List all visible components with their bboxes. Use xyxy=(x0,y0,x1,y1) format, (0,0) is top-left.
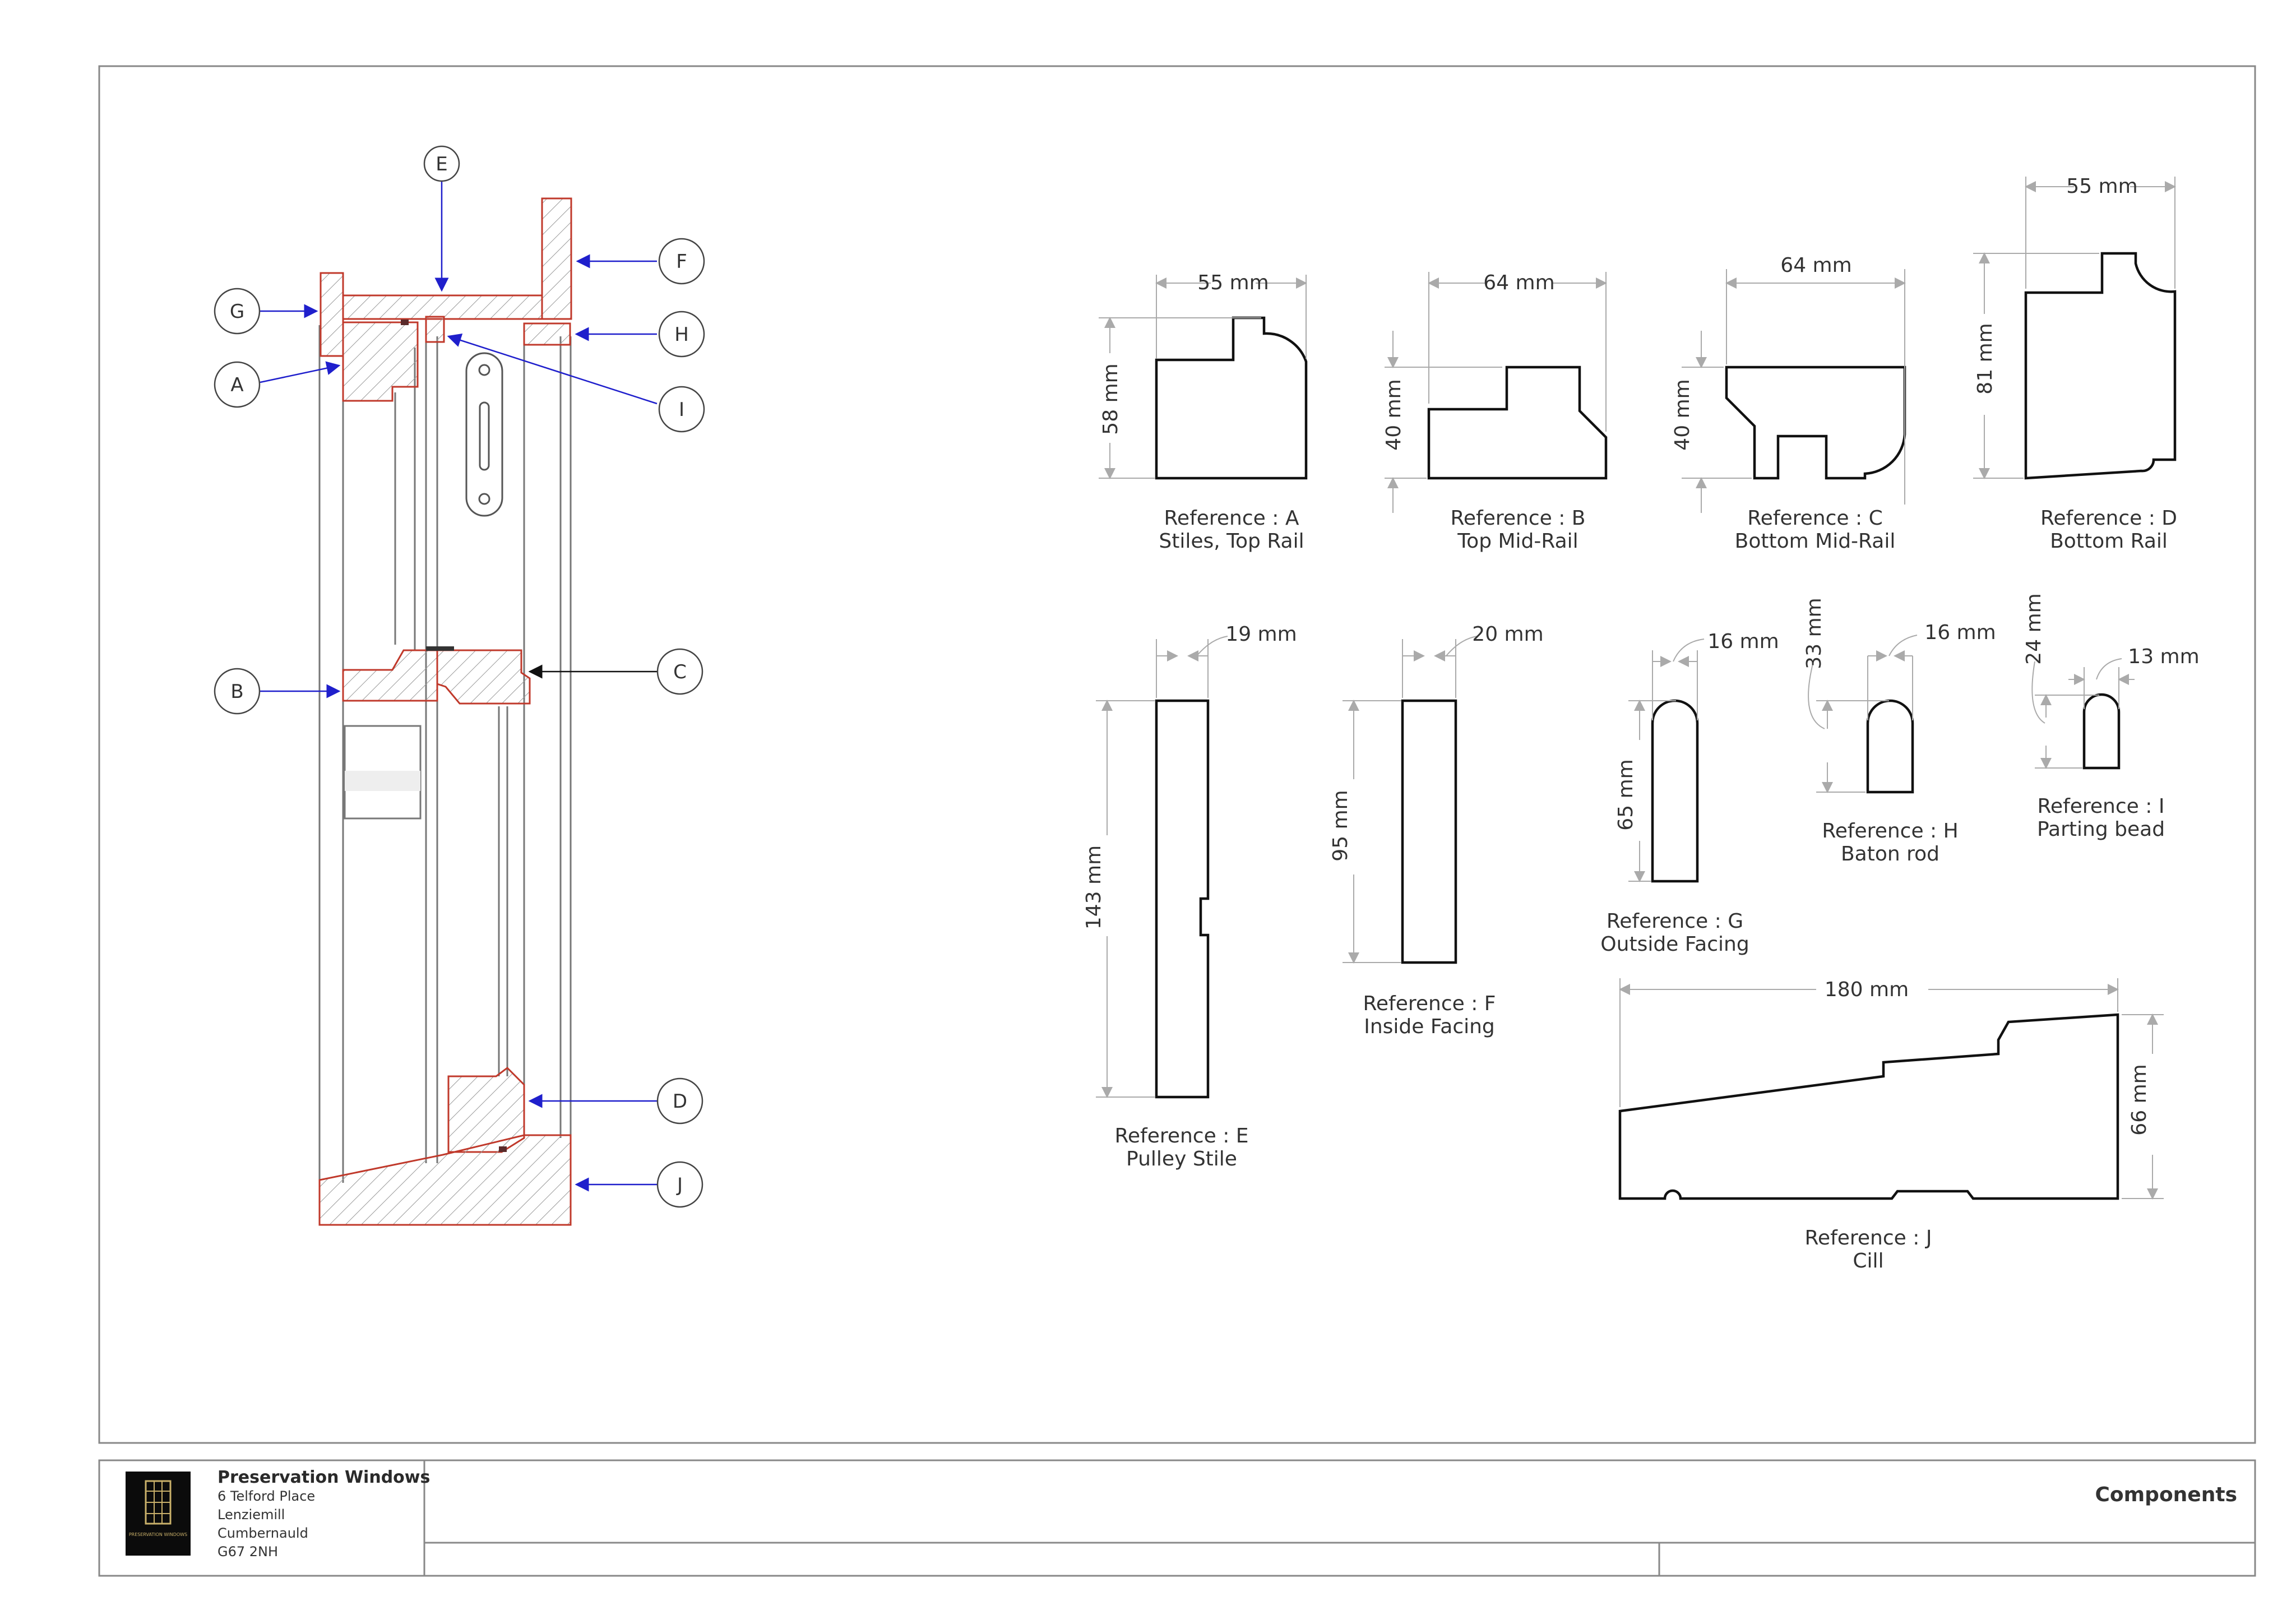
callout-h xyxy=(658,311,705,358)
callout-b xyxy=(214,668,261,715)
callout-letter: G xyxy=(230,300,244,323)
profile-i-shape xyxy=(2082,693,2121,770)
ref-h-label: Reference : H xyxy=(1822,820,1958,843)
ref-a-name: Stiles, Top Rail xyxy=(1159,530,1304,553)
ref-h-name: Baton rod xyxy=(1841,843,1939,866)
callout-letter: H xyxy=(674,323,689,346)
ref-g-label: Reference : G xyxy=(1607,910,1743,933)
profile-shapes xyxy=(1155,252,2177,1200)
sheet-title: Components xyxy=(2095,1483,2237,1506)
dim-a-height: 58 mm xyxy=(1099,363,1122,434)
dim-j-width: 180 mm xyxy=(1825,978,1909,1001)
callout-letter: A xyxy=(230,374,243,396)
callout-g xyxy=(214,288,261,335)
profile-a-shape xyxy=(1155,316,1308,480)
callout-j xyxy=(656,1161,703,1208)
dim-e-height: 143 mm xyxy=(1082,845,1105,929)
dimension-labels: 55 mm 58 mm 64 mm 40 mm 64 mm 40 mm 55 m… xyxy=(1082,175,2200,1136)
ref-f-name: Inside Facing xyxy=(1364,1015,1495,1038)
dim-f-width: 20 mm xyxy=(1472,623,1543,646)
address-line: G67 2NH xyxy=(217,1544,279,1560)
dim-b-width: 64 mm xyxy=(1483,271,1554,294)
ref-e-label: Reference : E xyxy=(1114,1125,1248,1148)
dim-i-height: 24 mm xyxy=(2022,593,2045,664)
dim-e-width: 19 mm xyxy=(1225,623,1297,646)
address-line: Cumbernauld xyxy=(217,1525,308,1541)
dim-g-height: 65 mm xyxy=(1614,759,1637,830)
ref-g-name: Outside Facing xyxy=(1600,933,1749,956)
dim-d-width: 55 mm xyxy=(2066,175,2137,198)
ref-b-label: Reference : B xyxy=(1451,507,1586,530)
address-line: 6 Telford Place xyxy=(217,1488,316,1504)
company-logo: PRESERVATION WINDOWS xyxy=(126,1472,191,1556)
profile-f-shape xyxy=(1401,699,1457,964)
ref-f-label: Reference : F xyxy=(1363,992,1496,1015)
callout-letter: E xyxy=(436,153,447,175)
ref-c-name: Bottom Mid-Rail xyxy=(1735,530,1896,553)
profile-c-shape xyxy=(1725,365,1906,480)
ref-e-name: Pulley Stile xyxy=(1126,1148,1237,1170)
ref-i-label: Reference : I xyxy=(2038,795,2165,818)
title-block-border xyxy=(98,1459,2256,1577)
callout-d xyxy=(656,1077,703,1125)
callout-f xyxy=(658,238,705,285)
dim-g-width: 16 mm xyxy=(1707,630,1779,653)
callout-bubbles xyxy=(214,145,705,1208)
callout-letter: I xyxy=(679,399,684,421)
callout-letter: B xyxy=(230,681,243,703)
ref-j-name: Cill xyxy=(1853,1250,1883,1273)
dim-h-width: 16 mm xyxy=(1924,621,1996,644)
profile-g-shape xyxy=(1651,699,1699,883)
address-line: Lenziemill xyxy=(217,1507,285,1523)
dim-f-height: 95 mm xyxy=(1329,790,1352,861)
profile-e-shape xyxy=(1155,699,1210,1099)
ref-d-label: Reference : D xyxy=(2040,507,2177,530)
profile-b-shape xyxy=(1427,365,1608,480)
dim-j-height: 66 mm xyxy=(2128,1064,2151,1135)
dim-c-height: 40 mm xyxy=(1671,379,1694,450)
ref-a-label: Reference : A xyxy=(1164,507,1299,530)
reference-captions: Reference : A Stiles, Top Rail Reference… xyxy=(1114,507,2177,1273)
dim-a-width: 55 mm xyxy=(1197,271,1269,294)
profile-d-shape xyxy=(2024,252,2177,480)
dim-d-height: 81 mm xyxy=(1974,323,1997,394)
callout-letter: J xyxy=(676,1174,683,1196)
callout-c xyxy=(656,648,703,695)
callout-letter: D xyxy=(673,1090,687,1113)
callout-i xyxy=(658,386,705,433)
dim-b-height: 40 mm xyxy=(1382,379,1405,450)
ref-d-name: Bottom Rail xyxy=(2050,530,2168,553)
callout-letters: E F G H A I B C D J xyxy=(230,153,689,1196)
callout-e xyxy=(423,145,460,182)
callout-letter: F xyxy=(676,251,687,273)
callout-a xyxy=(214,361,261,408)
ref-j-label: Reference : J xyxy=(1805,1227,1932,1250)
dim-c-width: 64 mm xyxy=(1780,254,1851,277)
callout-letter: C xyxy=(673,661,687,683)
profile-h-shape xyxy=(1866,699,1914,794)
ref-c-label: Reference : C xyxy=(1747,507,1882,530)
window-section-view xyxy=(318,197,572,1226)
drawing-border xyxy=(98,65,2256,1444)
dim-h-height: 33 mm xyxy=(1803,598,1826,669)
ref-i-name: Parting bead xyxy=(2037,818,2165,841)
dim-i-width: 13 mm xyxy=(2128,645,2199,668)
ref-b-name: Top Mid-Rail xyxy=(1457,530,1578,553)
company-name: Preservation Windows xyxy=(217,1468,430,1487)
profile-j-shape xyxy=(1618,1013,2119,1200)
callout-leaders xyxy=(260,181,658,1192)
logo-text: PRESERVATION WINDOWS xyxy=(129,1532,187,1537)
dimension-lines xyxy=(1096,177,2176,1200)
